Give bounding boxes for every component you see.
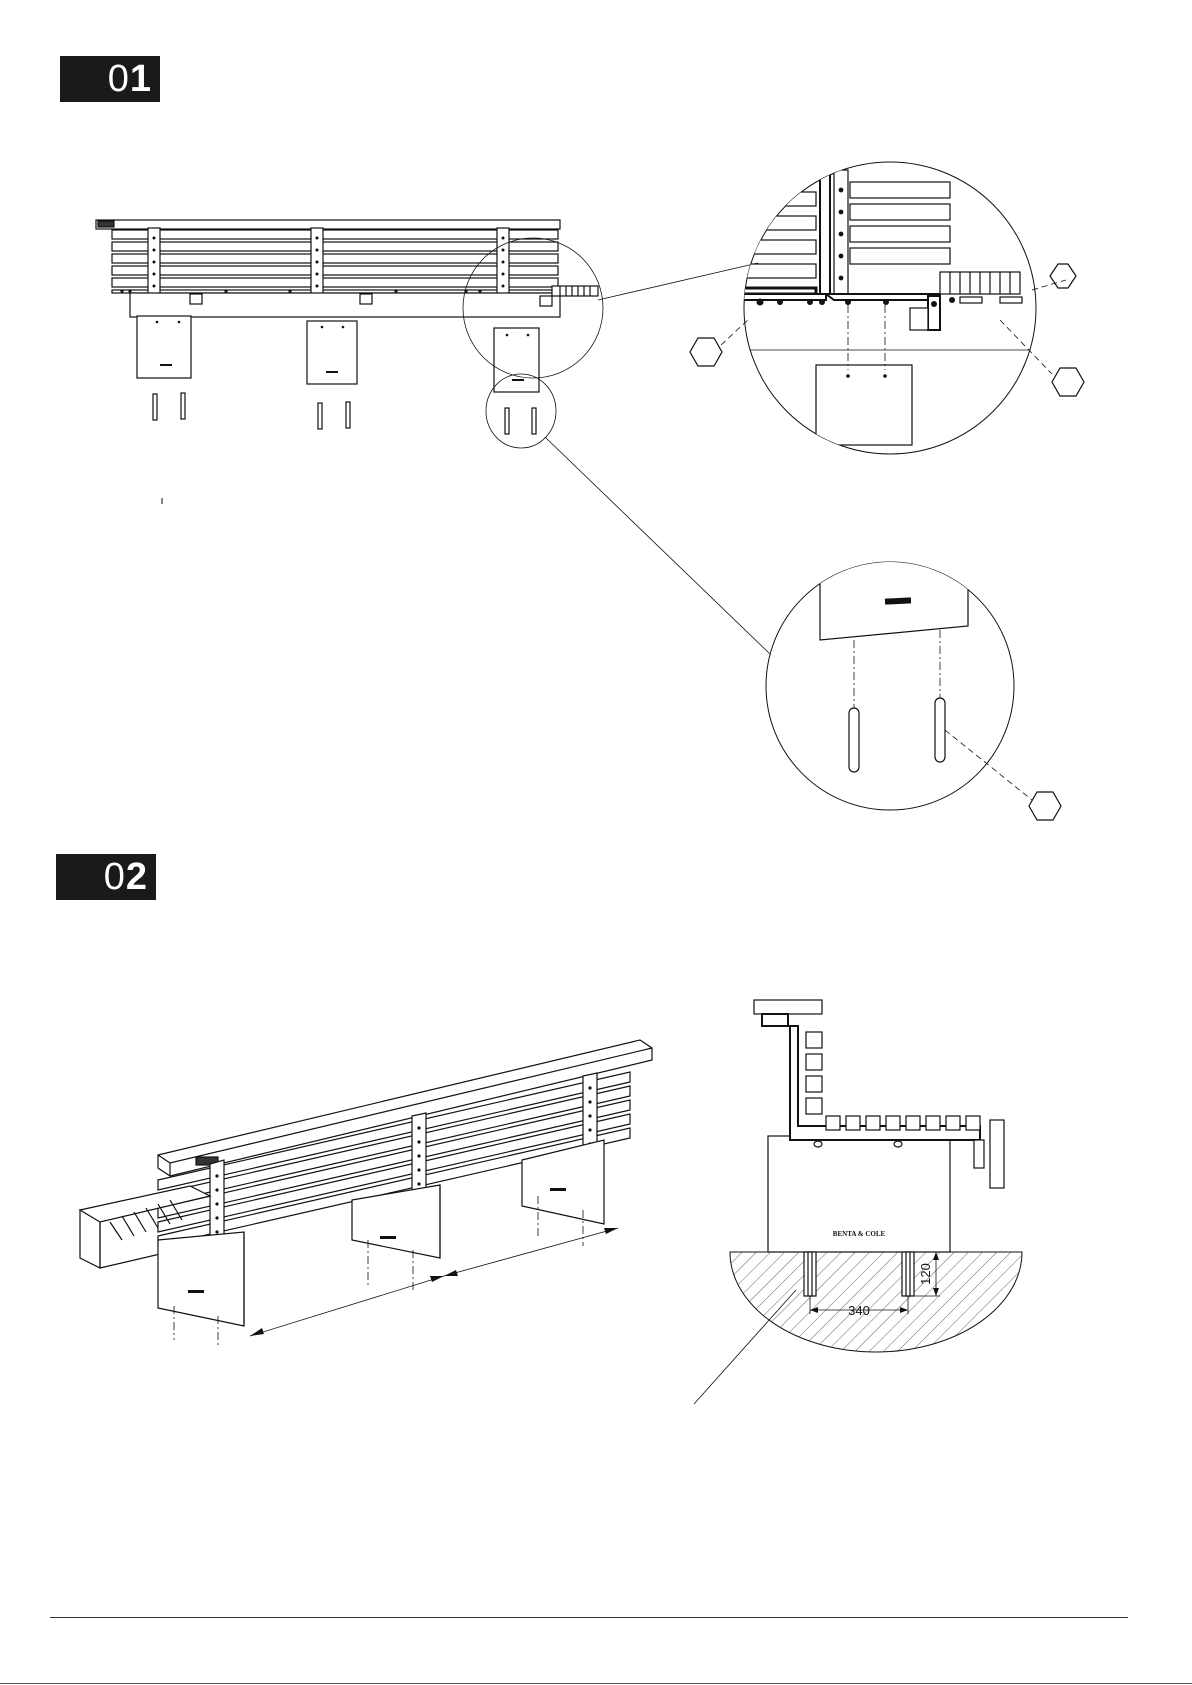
brand-mark-label: BENTA & COLE bbox=[833, 1230, 886, 1238]
page-bottom-rule bbox=[0, 1683, 1192, 1684]
step2-bench-perspective bbox=[80, 1040, 652, 1348]
zoom-detail-fastener bbox=[690, 162, 1084, 454]
step1-bench-front-view bbox=[96, 220, 770, 654]
step2-section-view bbox=[694, 1000, 1022, 1404]
dimension-depth-label: 120 bbox=[918, 1263, 933, 1285]
footer-rule bbox=[50, 1617, 1128, 1618]
zoom-detail-pins bbox=[766, 560, 1061, 820]
dimension-spacing-label: 340 bbox=[848, 1303, 870, 1318]
